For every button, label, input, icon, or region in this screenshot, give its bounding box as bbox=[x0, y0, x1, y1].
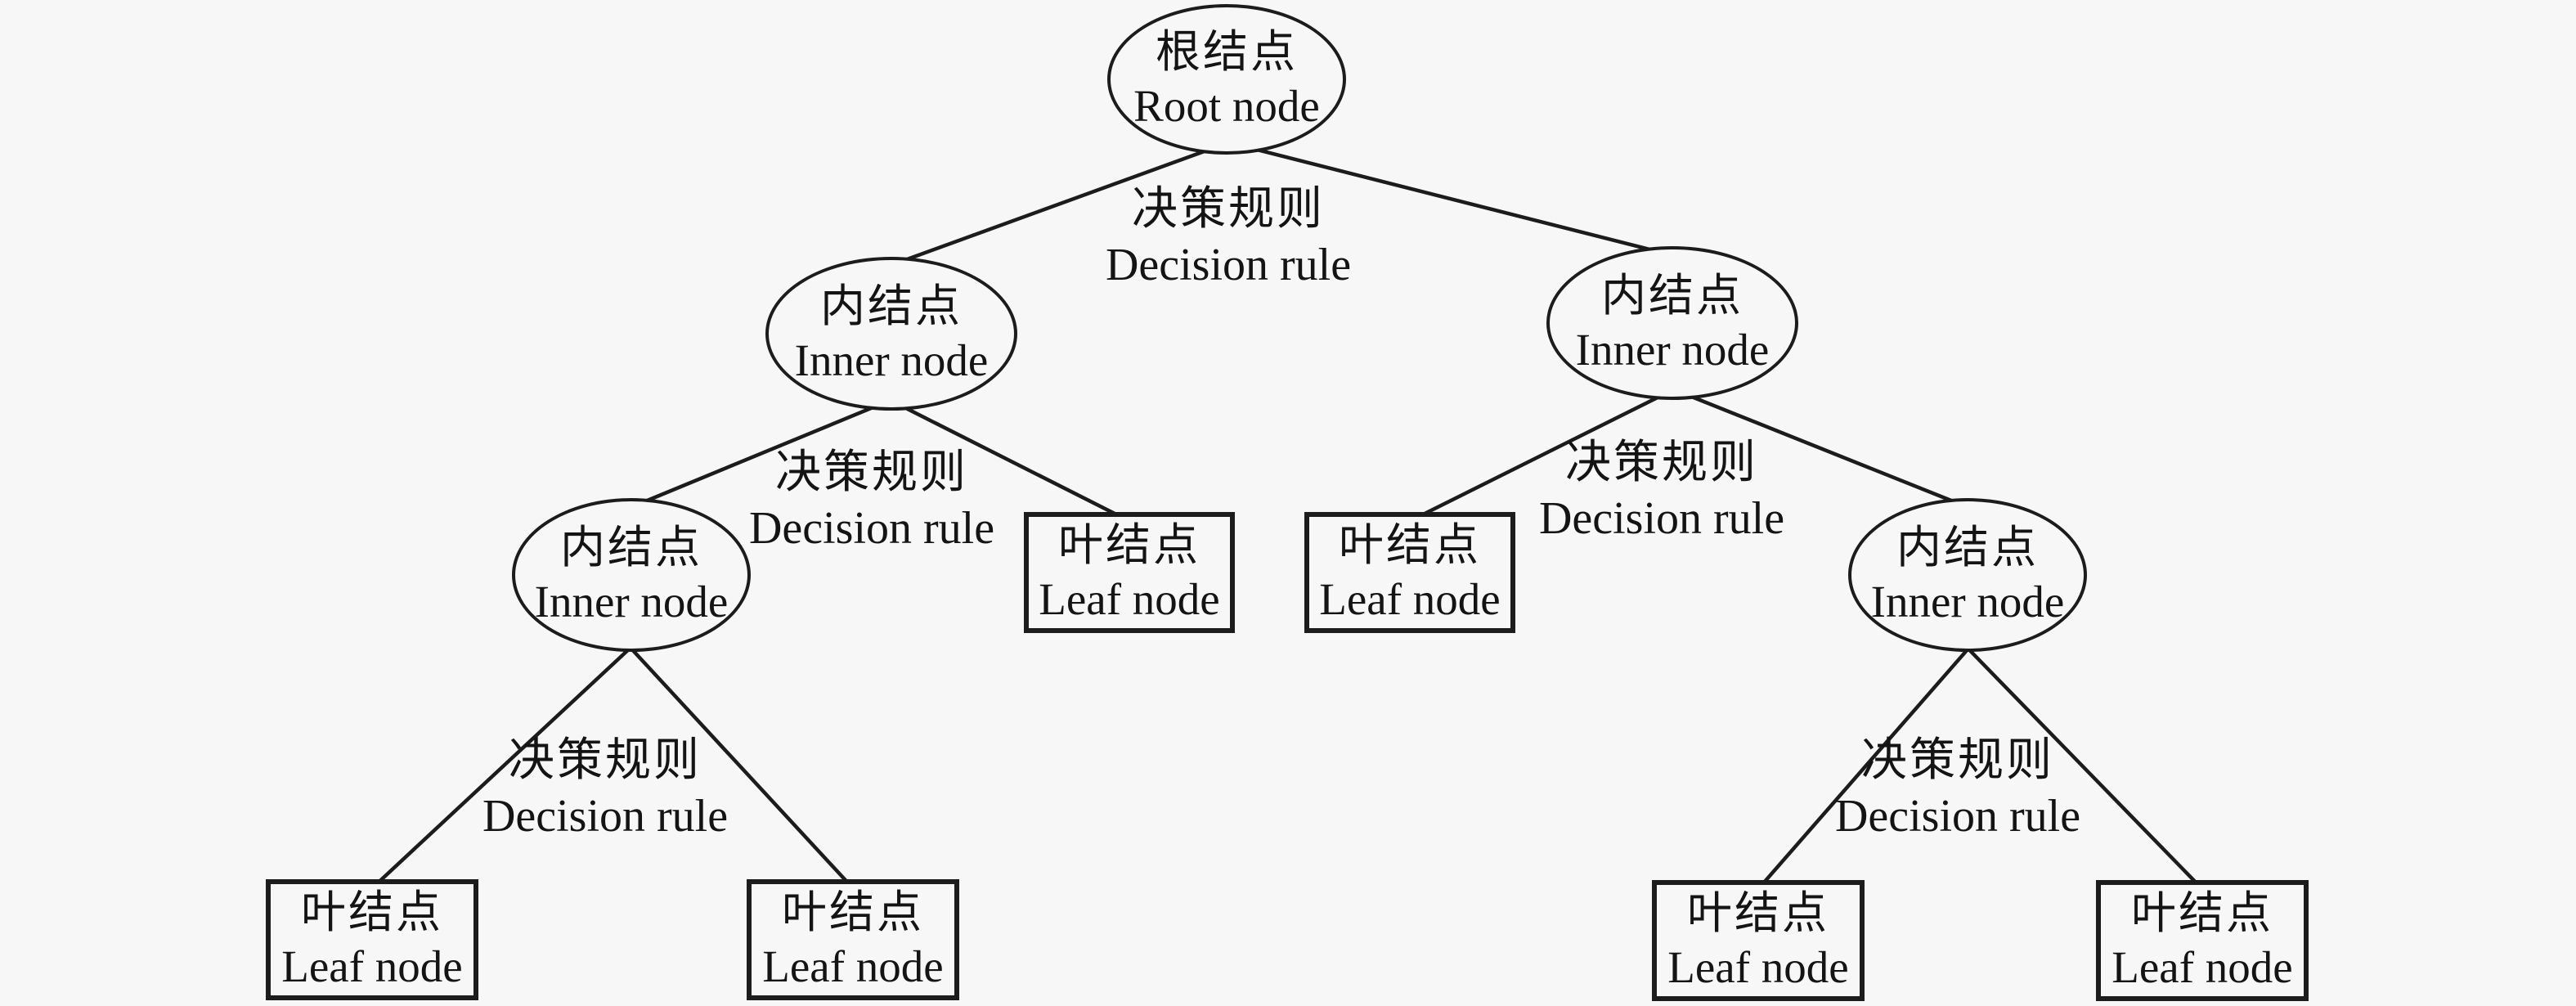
edge-line bbox=[618, 635, 855, 890]
node-label-zh: 叶结点 bbox=[2130, 888, 2273, 938]
edge-label-zh: 决策规则 bbox=[1861, 735, 2054, 786]
node-label-zh: 内结点 bbox=[559, 523, 702, 573]
edge-label-inner-left-left-split: 决策规则 Decision rule bbox=[343, 733, 867, 844]
edge-label-en: Decision rule bbox=[1538, 493, 1785, 544]
node-label-en: Inner node bbox=[794, 335, 989, 385]
leaf-node-mid-left: 叶结点 Leaf node bbox=[1024, 512, 1235, 633]
edge-label-zh: 决策规则 bbox=[509, 735, 702, 786]
edge-label-zh: 决策规则 bbox=[1132, 184, 1325, 235]
leaf-node-bottom-3: 叶结点 Leaf node bbox=[1652, 880, 1865, 1001]
node-label-zh: 叶结点 bbox=[781, 887, 924, 937]
edge-line bbox=[891, 137, 1239, 267]
inner-node-right: 内结点 Inner node bbox=[1546, 246, 1798, 400]
node-label-en: Leaf node bbox=[2112, 942, 2293, 992]
root-node: 根结点 Root node bbox=[1107, 4, 1346, 155]
node-label-en: Leaf node bbox=[1319, 574, 1501, 624]
edge-label-inner-right-right-split: 决策规则 Decision rule bbox=[1696, 733, 2219, 844]
node-label-en: Root node bbox=[1133, 81, 1320, 131]
node-label-zh: 内结点 bbox=[819, 281, 963, 331]
node-label-zh: 叶结点 bbox=[1338, 520, 1481, 570]
edge-line bbox=[878, 393, 1131, 523]
leaf-node-bottom-2: 叶结点 Leaf node bbox=[747, 879, 959, 1000]
node-label-en: Inner node bbox=[1575, 325, 1770, 375]
node-label-zh: 叶结点 bbox=[1057, 520, 1200, 570]
node-label-en: Inner node bbox=[1870, 577, 2065, 627]
edge-label-en: Decision rule bbox=[1834, 791, 2081, 842]
inner-node-right-right: 内结点 Inner node bbox=[1848, 498, 2087, 652]
edge-label-inner-right-split: 决策规则 Decision rule bbox=[1400, 435, 1923, 546]
edge-label-zh: 决策规则 bbox=[775, 447, 968, 498]
inner-node-left-left: 内结点 Inner node bbox=[512, 498, 751, 652]
node-label-en: Leaf node bbox=[1039, 574, 1220, 624]
inner-node-left: 内结点 Inner node bbox=[765, 257, 1017, 411]
leaf-node-mid-right: 叶结点 Leaf node bbox=[1304, 512, 1515, 633]
node-label-en: Inner node bbox=[534, 577, 729, 627]
edge-line bbox=[1408, 382, 1685, 523]
edge-line bbox=[1214, 137, 1673, 258]
node-label-zh: 叶结点 bbox=[300, 887, 443, 937]
edge-line bbox=[1954, 635, 2204, 891]
edge-line bbox=[631, 393, 904, 510]
edge-label-inner-left-split: 决策规则 Decision rule bbox=[610, 445, 1133, 556]
edge-line bbox=[370, 635, 644, 890]
edge-line bbox=[1660, 382, 1968, 510]
node-label-zh: 根结点 bbox=[1155, 27, 1298, 77]
node-label-zh: 叶结点 bbox=[1686, 888, 1829, 938]
node-label-zh: 内结点 bbox=[1896, 523, 2039, 573]
node-label-en: Leaf node bbox=[281, 941, 463, 991]
edge-label-en: Decision rule bbox=[482, 791, 729, 842]
node-label-zh: 内结点 bbox=[1600, 271, 1744, 321]
node-label-en: Leaf node bbox=[1667, 942, 1849, 992]
edge-label-zh: 决策规则 bbox=[1565, 438, 1758, 488]
edge-label-en: Decision rule bbox=[748, 503, 995, 554]
edge-label-en: Decision rule bbox=[1105, 240, 1352, 290]
leaf-node-bottom-1: 叶结点 Leaf node bbox=[266, 879, 478, 1000]
leaf-node-bottom-4: 叶结点 Leaf node bbox=[2096, 880, 2309, 1001]
edge-line bbox=[1757, 635, 1981, 891]
node-label-en: Leaf node bbox=[762, 941, 944, 991]
edge-label-root-split: 决策规则 Decision rule bbox=[967, 182, 1490, 293]
